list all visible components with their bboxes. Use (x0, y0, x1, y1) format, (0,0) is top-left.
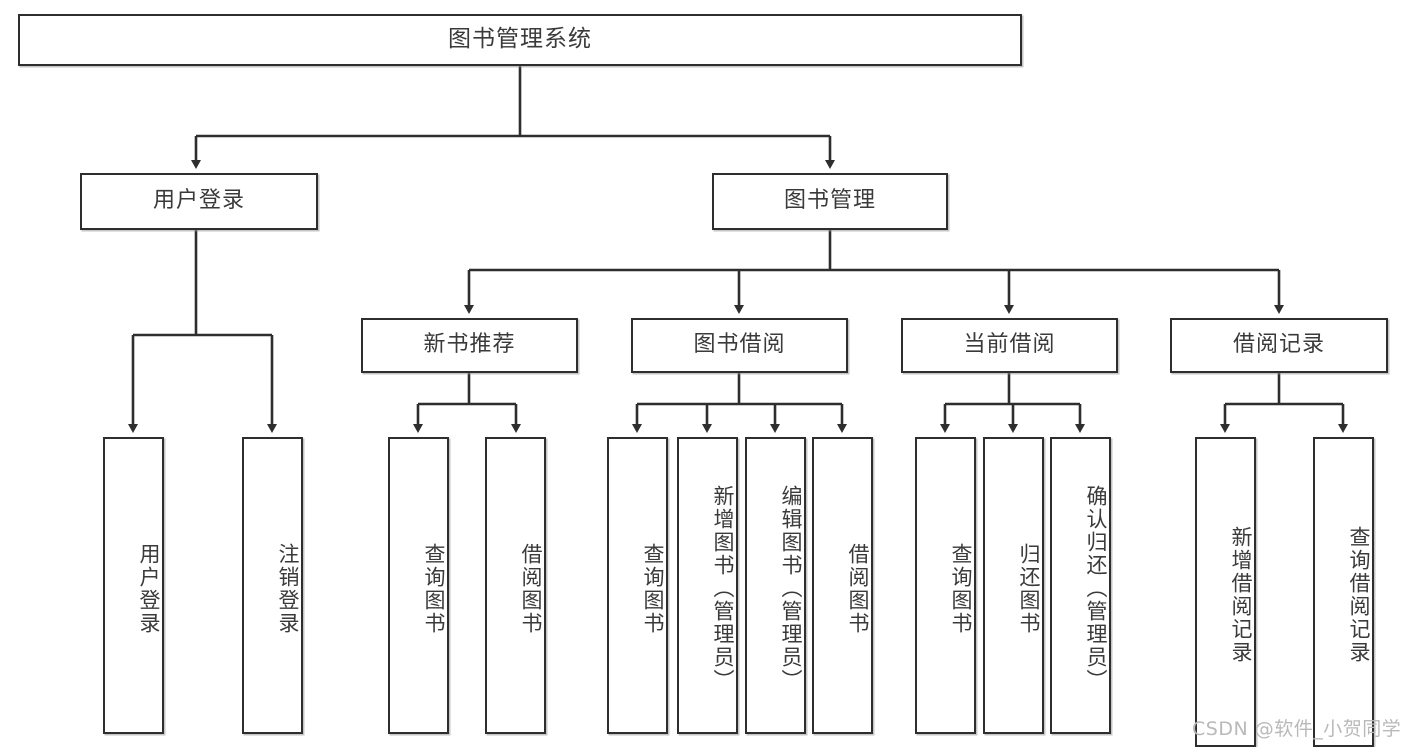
node-leaf-edit-book-label: 编辑图书（管理员） (779, 485, 803, 692)
node-leaf-query-book-2[interactable]: 查询图书 (607, 437, 668, 734)
node-leaf-query-book-3[interactable]: 查询图书 (915, 437, 976, 734)
node-new-book-rec-label: 新书推荐 (423, 332, 516, 358)
node-leaf-add-record[interactable]: 新增借阅记录 (1195, 437, 1256, 747)
node-book-manage-label: 图书管理 (783, 188, 876, 214)
node-book-manage[interactable]: 图书管理 (712, 173, 948, 230)
node-borrow-record[interactable]: 借阅记录 (1170, 318, 1388, 373)
node-root[interactable]: 图书管理系统 (18, 14, 1022, 66)
node-user-login-label: 用户登录 (152, 188, 245, 214)
node-leaf-confirm-return-label: 确认归还（管理员） (1084, 485, 1108, 692)
node-leaf-query-book-2-label: 查询图书 (641, 542, 665, 635)
node-leaf-query-record-label: 查询借阅记录 (1347, 526, 1371, 664)
node-book-borrow[interactable]: 图书借阅 (631, 318, 848, 373)
node-leaf-logout-label: 注销登录 (276, 542, 300, 635)
node-leaf-query-record[interactable]: 查询借阅记录 (1313, 437, 1374, 747)
node-leaf-confirm-return[interactable]: 确认归还（管理员） (1050, 437, 1111, 734)
node-leaf-add-record-label: 新增借阅记录 (1229, 526, 1253, 664)
node-leaf-borrow-book-1-label: 借阅图书 (519, 542, 543, 635)
node-leaf-borrow-book-1[interactable]: 借阅图书 (485, 437, 546, 734)
node-leaf-edit-book[interactable]: 编辑图书（管理员） (745, 437, 806, 734)
node-borrow-record-label: 借阅记录 (1232, 332, 1325, 358)
node-current-borrow-label: 当前借阅 (963, 332, 1056, 358)
node-current-borrow[interactable]: 当前借阅 (901, 318, 1118, 373)
node-new-book-rec[interactable]: 新书推荐 (361, 318, 578, 373)
node-leaf-query-book-1-label: 查询图书 (422, 542, 446, 635)
watermark: CSDN @软件_小贺同学 (1192, 718, 1402, 740)
node-book-borrow-label: 图书借阅 (693, 332, 786, 358)
node-leaf-return-book-label: 归还图书 (1017, 542, 1041, 635)
node-leaf-return-book[interactable]: 归还图书 (983, 437, 1044, 734)
node-leaf-add-book-label: 新增图书（管理员） (711, 485, 735, 692)
node-leaf-borrow-book-2[interactable]: 借阅图书 (812, 437, 873, 734)
node-leaf-user-login-label: 用户登录 (137, 542, 161, 635)
node-leaf-query-book-1[interactable]: 查询图书 (388, 437, 449, 734)
node-root-label: 图书管理系统 (448, 26, 592, 53)
node-leaf-add-book[interactable]: 新增图书（管理员） (677, 437, 738, 734)
node-leaf-user-login[interactable]: 用户登录 (103, 437, 164, 734)
node-leaf-logout[interactable]: 注销登录 (242, 437, 303, 734)
node-user-login[interactable]: 用户登录 (80, 173, 318, 230)
node-leaf-borrow-book-2-label: 借阅图书 (846, 542, 870, 635)
node-leaf-query-book-3-label: 查询图书 (949, 542, 973, 635)
